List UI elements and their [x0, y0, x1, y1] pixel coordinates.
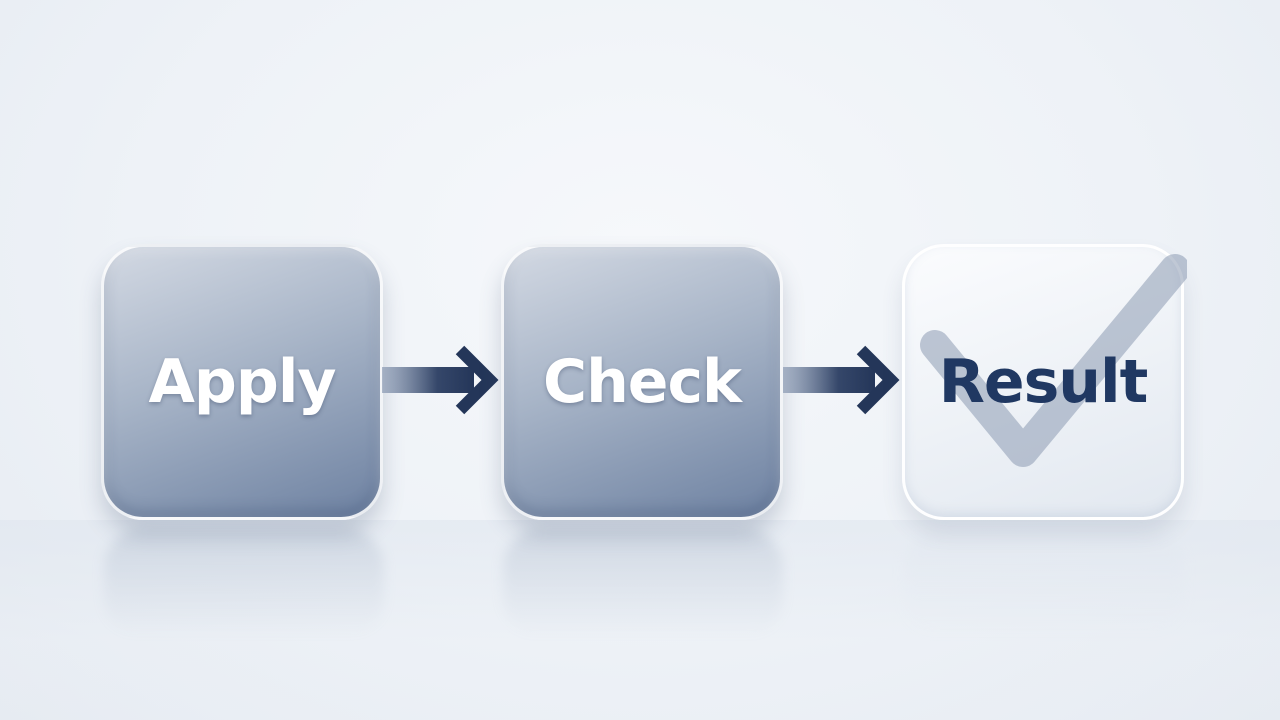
apply-box-reflection — [104, 528, 384, 638]
arrow-right-icon — [783, 345, 900, 415]
checkmark-icon — [920, 254, 1187, 467]
step-apply: Apply — [101, 244, 383, 520]
floor-surface — [0, 520, 1280, 720]
step-check-label: Check — [543, 347, 742, 417]
arrow-right-icon — [382, 345, 499, 415]
step-apply-label: Apply — [148, 347, 336, 417]
step-result-label: Result — [938, 347, 1149, 417]
step-result: Result — [902, 244, 1187, 520]
check-box-reflection — [503, 528, 783, 638]
result-box-reflection — [904, 528, 1184, 638]
step-check: Check — [501, 244, 783, 520]
